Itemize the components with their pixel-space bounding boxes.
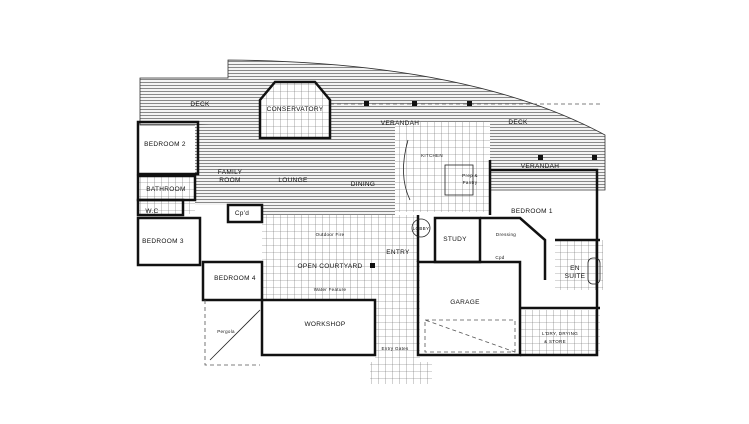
label-verandah: VERANDAH [521, 163, 560, 170]
label-en-suite: SUITE [565, 273, 586, 280]
entry-floor [375, 262, 420, 362]
label-lobby: LOBBY [413, 226, 430, 231]
post [370, 263, 375, 268]
pergola-beam [209, 309, 261, 361]
label-workshop: WORKSHOP [304, 321, 345, 328]
label-family-room: FAMILY [218, 169, 243, 176]
bedroom-1-wall [490, 168, 599, 357]
conservatory-floor [260, 82, 330, 138]
label-bedroom-2: BEDROOM 2 [144, 141, 186, 148]
label-water-feature: Water Feature [314, 287, 347, 292]
bedroom-2-wall [136, 120, 200, 176]
label-laundry: & STORE [544, 339, 566, 344]
label-garage: GARAGE [450, 299, 480, 306]
label-en-suite: EN [570, 265, 580, 272]
label-bathroom: BATHROOM [146, 186, 185, 193]
label-prep-pantry: Pantry [463, 180, 478, 185]
kitchen-floor [395, 122, 490, 212]
label-deck: DECK [190, 101, 210, 108]
label-dressing: Dressing [496, 232, 516, 237]
bathroom-floor [138, 176, 195, 214]
label-open-courtyard: OPEN COURTYARD [298, 263, 363, 270]
label-verandah: VERANDAH [381, 120, 420, 127]
kitchen-bench [403, 139, 411, 201]
bedroom-3-wall [136, 216, 202, 267]
dressing-wall [480, 216, 547, 280]
cupboard-wall [226, 203, 264, 224]
label-bedroom-1: BEDROOM 1 [511, 208, 553, 215]
post [412, 101, 417, 106]
living-floor [195, 125, 395, 215]
label-study: STUDY [443, 236, 467, 243]
label-cupboard: Cp'd [235, 210, 249, 217]
label-wc: W.C [145, 208, 158, 215]
label-pergola: Pergola [217, 329, 235, 334]
lobby-round [411, 218, 431, 238]
ensuite-floor [555, 240, 603, 290]
pergola-outline [204, 300, 260, 366]
label-family-room: ROOM [219, 177, 240, 184]
bedroom-4-wall [201, 260, 264, 302]
study-wall [433, 216, 482, 264]
post [364, 101, 369, 106]
workshop-wall [260, 298, 377, 357]
laundry-floor [520, 310, 600, 355]
pantry-wall [444, 164, 474, 196]
label-kitchen: KITCHEN [421, 153, 443, 158]
label-entry: ENTRY [386, 249, 410, 256]
label-lounge: LOUNGE [278, 177, 308, 184]
label-bedroom-3: BEDROOM 3 [142, 238, 184, 245]
conservatory-wall [258, 80, 332, 140]
label-dining: DINING [351, 181, 376, 188]
label-entry-gates: Entry Gates [381, 346, 409, 351]
label-bedroom-4: BEDROOM 4 [214, 275, 256, 282]
wc-wall [136, 198, 185, 217]
post [592, 155, 597, 160]
label-cupboard: Cpd [495, 255, 504, 260]
entry-steps [370, 362, 432, 384]
bath-icon [587, 257, 601, 285]
post [467, 101, 472, 106]
garage-wall [416, 260, 522, 357]
label-prep-pantry: Prep & [462, 173, 478, 178]
label-conservatory: CONSERVATORY [267, 106, 324, 113]
label-laundry: L'DRY, DRYING [542, 331, 578, 336]
garage-car-space [424, 319, 516, 353]
label-outdoor-fire: Outdoor Fire [316, 232, 345, 237]
post [538, 155, 543, 160]
label-deck: DECK [508, 119, 528, 126]
